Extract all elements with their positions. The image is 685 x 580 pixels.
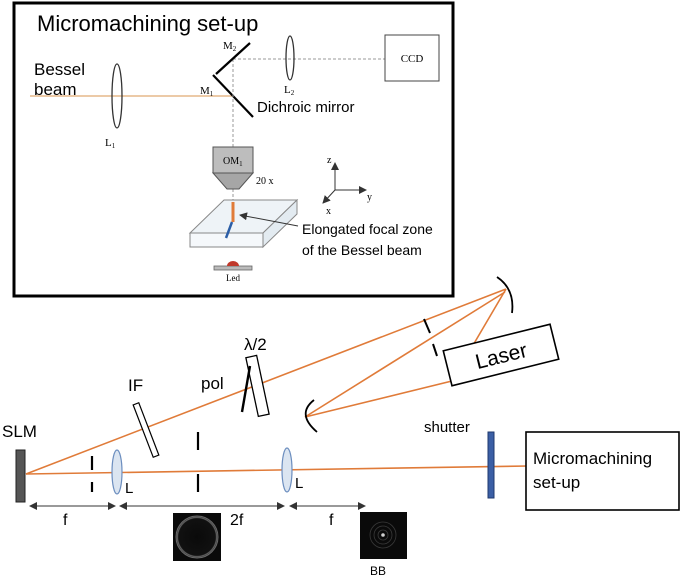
magnification-label: 20 x bbox=[256, 176, 274, 187]
focal-zone-callout-arrow bbox=[239, 212, 299, 227]
lens-b bbox=[281, 447, 293, 493]
inset-title: Micromachining set-up bbox=[37, 11, 258, 36]
half-wave-label: λ/2 bbox=[244, 335, 267, 354]
ccd-box bbox=[384, 34, 440, 82]
bessel-beam-label-1: Bessel bbox=[34, 60, 85, 79]
half-wave-plate bbox=[245, 354, 270, 418]
main-layout: Laser λ/2 pol IF SLM L L shutter Microma… bbox=[2, 276, 680, 578]
lens-b-label: L bbox=[295, 475, 303, 492]
svg-text:OM1: OM1 bbox=[223, 156, 243, 168]
shutter-label: shutter bbox=[424, 419, 470, 436]
svg-text:M1: M1 bbox=[200, 85, 214, 98]
polarizer bbox=[240, 365, 252, 413]
dist-2f-label: 2f bbox=[230, 512, 244, 529]
laser-box bbox=[442, 323, 560, 387]
objective-sub: 1 bbox=[239, 160, 243, 168]
mirror-m1-sub: 1 bbox=[210, 90, 214, 98]
mirror-m2 bbox=[215, 42, 251, 75]
lens-l2-label: L bbox=[284, 84, 291, 96]
laser-beam bbox=[25, 288, 529, 475]
curved-mirror-right bbox=[496, 276, 514, 314]
svg-text:M2: M2 bbox=[223, 40, 237, 53]
micromachining-label-1: Micromachining bbox=[533, 449, 652, 468]
axes-indicator bbox=[322, 162, 367, 204]
pol-label: pol bbox=[201, 374, 224, 393]
lens-a-label: L bbox=[125, 480, 133, 497]
bessel-beam-label-2: beam bbox=[34, 80, 77, 99]
micromachining-box bbox=[525, 431, 680, 511]
lens-l2-sub: 2 bbox=[291, 89, 295, 97]
dichroic-mirror-label: Dichroic mirror bbox=[257, 99, 355, 116]
lens-l1 bbox=[111, 63, 123, 129]
mirror-m2-label: M bbox=[223, 40, 233, 52]
lens-l1-label: L bbox=[105, 137, 112, 149]
written-structure bbox=[224, 221, 234, 239]
micromachining-label-2: set-up bbox=[533, 473, 580, 492]
ring-pattern-circle bbox=[175, 515, 219, 559]
lens-l2 bbox=[285, 35, 295, 81]
dist-f2-label: f bbox=[329, 512, 334, 529]
bessel-pattern-core bbox=[381, 533, 385, 537]
bessel-pattern-rings bbox=[369, 521, 397, 549]
mirror-m1-label: M bbox=[200, 85, 210, 97]
objective-label: OM bbox=[223, 156, 239, 167]
aperture-diagonal-a bbox=[423, 318, 431, 334]
ccd-label: CCD bbox=[401, 53, 424, 65]
dist-f1-label: f bbox=[63, 512, 68, 529]
if-label: IF bbox=[128, 376, 143, 395]
inset-panel: Micromachining set-up Bessel beam L1 M1 … bbox=[12, 1, 455, 298]
curved-mirror-left bbox=[304, 399, 318, 433]
lens-l1-sub: 1 bbox=[112, 142, 116, 150]
mirror-m2-sub: 2 bbox=[233, 45, 237, 53]
axis-y-label: y bbox=[367, 192, 372, 203]
aperture-diagonal-b bbox=[432, 343, 438, 357]
shutter-device bbox=[487, 431, 495, 499]
led-base bbox=[213, 265, 253, 271]
interference-filter bbox=[132, 402, 160, 458]
led-label: Led bbox=[226, 273, 240, 283]
led-icon bbox=[227, 261, 239, 266]
bb-label: BB bbox=[370, 564, 386, 578]
objective-om1 bbox=[211, 146, 255, 190]
slm-label: SLM bbox=[2, 422, 37, 441]
focal-zone-label-2: of the Bessel beam bbox=[302, 242, 422, 258]
lens-a bbox=[111, 449, 123, 495]
axis-z-label: z bbox=[327, 155, 332, 166]
svg-text:L1: L1 bbox=[105, 137, 116, 150]
slm-device bbox=[15, 449, 26, 503]
focal-zone-label-1: Elongated focal zone bbox=[302, 221, 433, 237]
svg-text:L2: L2 bbox=[284, 84, 295, 97]
axis-x-label: x bbox=[326, 206, 331, 217]
